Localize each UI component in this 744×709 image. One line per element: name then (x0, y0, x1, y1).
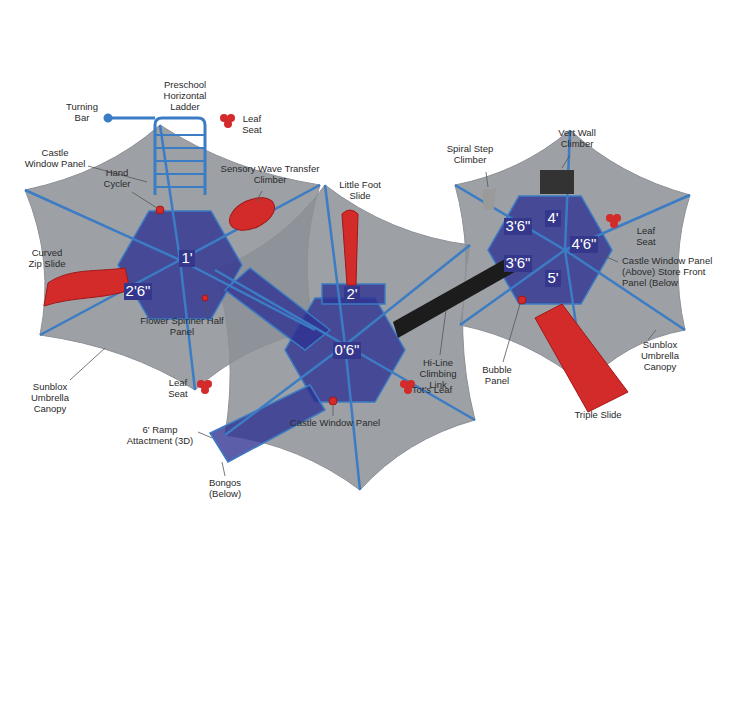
height-label: 4'6" (570, 236, 599, 253)
part-label: Turning Bar (60, 102, 105, 124)
part-label: Little Foot Slide (334, 180, 386, 202)
part-label: Bubble Panel (477, 365, 517, 387)
transfer-bridge (225, 268, 330, 350)
deck-platform (118, 211, 242, 319)
step-deck (322, 284, 385, 304)
part-label: Preschool Horizontal Ladder (154, 80, 216, 113)
part-label: Castle Window Panel (24, 148, 86, 170)
part-label: Castle Window Panel (Above) Store Front … (622, 256, 714, 289)
part-label: Sunblox Umbrella Canopy (20, 382, 80, 415)
leaf-seats (197, 114, 621, 394)
height-label: 5' (545, 270, 560, 287)
hand-cycler (156, 206, 164, 214)
part-label: Curved Zip Slide (25, 248, 70, 270)
bubble-panel (518, 296, 526, 304)
part-label: Hand Cycler (96, 168, 138, 190)
little-slide (342, 210, 358, 285)
part-label: Castle Window Panel (279, 418, 391, 429)
part-label: Spiral Step Climber (443, 144, 497, 166)
deck-platform (488, 196, 612, 304)
height-label: 3'6" (504, 218, 533, 235)
vert-wall-climber (540, 170, 574, 194)
height-label: 4' (545, 210, 560, 227)
window-panel (329, 397, 337, 405)
ribs (25, 125, 690, 490)
part-label: Leaf Seat (161, 378, 195, 400)
part-label: Sensory Wave Transfer Climber (220, 164, 320, 186)
height-label: 2' (344, 286, 359, 303)
height-label: 3'6" (504, 255, 533, 272)
flower-spinner (202, 295, 208, 301)
part-label: Vert Wall Climber (550, 128, 605, 150)
wave-climber (224, 191, 279, 237)
zip-slide (44, 268, 130, 306)
part-label: Tot's Leaf (410, 385, 454, 396)
part-label: Bongos (Below) (201, 478, 249, 500)
part-label: Leaf Seat (235, 114, 269, 136)
part-label: Triple Slide (567, 410, 629, 421)
height-label: 2'6" (124, 283, 153, 300)
height-label: 1' (179, 250, 194, 267)
spiral-step-climber (482, 188, 496, 210)
part-label: Leaf Seat (629, 226, 663, 248)
canopies (25, 125, 690, 490)
slides-and-panels (44, 191, 628, 412)
part-label: 6' Ramp Attactment (3D) (123, 425, 197, 447)
triple-slide (535, 304, 628, 412)
part-label: Flower Spinner Half Panel (135, 316, 230, 338)
part-label: Sunblox Umbrella Canopy (630, 340, 690, 373)
leader-lines (70, 155, 656, 476)
height-label: 0'6" (333, 342, 362, 359)
